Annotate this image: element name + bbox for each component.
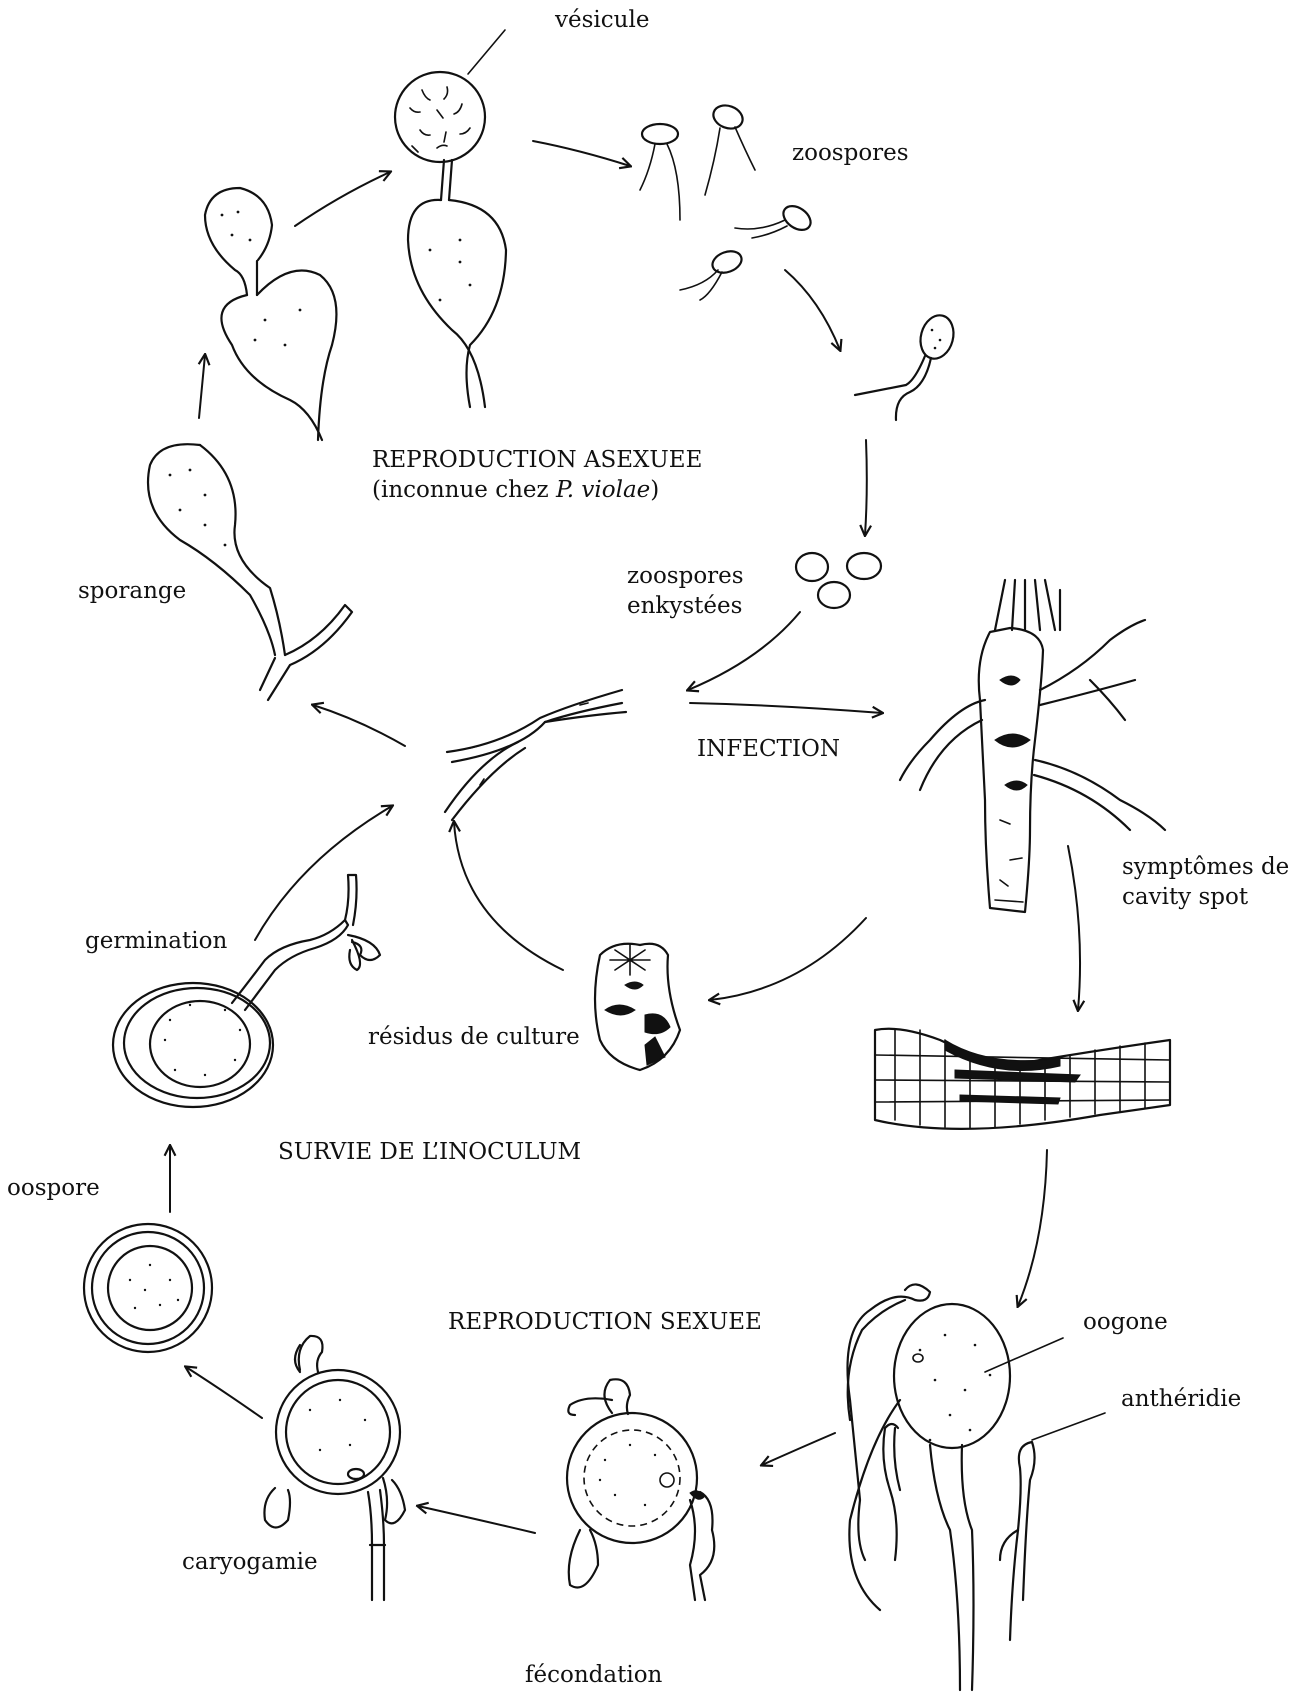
- central-mycelium: [445, 690, 626, 820]
- label-residus: résidus de culture: [368, 1024, 580, 1050]
- arrow-germination-to-mycelium: [255, 806, 392, 940]
- leader-oogone: [985, 1338, 1063, 1372]
- zoospores: [640, 102, 815, 300]
- arrow-mycelium-to-carrot: [690, 703, 882, 713]
- label-germination: germination: [85, 928, 227, 954]
- germinating-zoospore: [855, 312, 958, 420]
- arrow-caryogamie-to-oospore: [186, 1367, 262, 1418]
- label-vesicule: vésicule: [554, 7, 649, 33]
- arrow-oogonium-to-fecondation: [762, 1433, 835, 1465]
- label-zoospores: zoospores: [792, 140, 909, 166]
- leader-antheridie: [1032, 1413, 1105, 1440]
- sporange-on-hypha: [148, 444, 352, 700]
- label-fecondation: fécondation: [525, 1662, 663, 1688]
- arrow-sporangium-to-vesicle: [295, 172, 390, 226]
- crop-residue: [595, 944, 680, 1070]
- label-oogone: oogone: [1083, 1309, 1168, 1335]
- label-zoospores-enkystees-2: enkystées: [627, 593, 742, 619]
- lesions: [995, 676, 1030, 790]
- oogonium-antheridium: [848, 1284, 1035, 1690]
- label-zoospores-enkystees-1: zoospores: [627, 563, 744, 589]
- arrow-vesicle-to-zoospores: [533, 141, 630, 166]
- label-symptomes-1: symptômes de: [1122, 854, 1289, 880]
- label-oospore: oospore: [7, 1175, 100, 1201]
- arrow-to-encysted: [865, 440, 867, 535]
- label-survie: SURVIE DE L’INOCULUM: [278, 1139, 581, 1165]
- arrow-residus-to-mycelium: [454, 822, 563, 970]
- arrow-fecondation-to-caryogamie: [418, 1506, 535, 1533]
- arrow-carrot-to-residus: [710, 918, 866, 1000]
- arrow-sporange-up: [199, 355, 205, 418]
- label-antheridie: anthéridie: [1121, 1386, 1241, 1412]
- label-repro-asexuee: REPRODUCTION ASEXUEE: [372, 447, 702, 473]
- germinating-oospore: [113, 875, 380, 1107]
- arrow-carrot-to-tissue: [1068, 846, 1080, 1010]
- label-infection: INFECTION: [697, 736, 840, 762]
- oospore: [84, 1224, 212, 1352]
- tissue-cross-section: [875, 1029, 1170, 1129]
- encysted-zoospores: [796, 553, 881, 608]
- arrow-zoospores-to-germinating: [785, 270, 840, 350]
- vesicle-sporangium: [395, 72, 506, 407]
- leader-vesicule: [468, 30, 505, 74]
- label-sporange: sporange: [78, 578, 186, 604]
- arrow-encysted-to-mycelium: [688, 612, 800, 690]
- label-repro-asexuee-note: (inconnue chez P. violae): [372, 477, 659, 503]
- arrow-tissue-to-oogonium: [1018, 1150, 1047, 1306]
- fertilization-stage: [567, 1379, 714, 1600]
- label-caryogamie: caryogamie: [182, 1549, 318, 1575]
- label-repro-sexuee: REPRODUCTION SEXUEE: [448, 1309, 762, 1335]
- label-symptomes-2: cavity spot: [1122, 884, 1249, 910]
- sporangium-discharging: [205, 188, 336, 440]
- arrow-mycelium-to-sporange: [313, 705, 405, 746]
